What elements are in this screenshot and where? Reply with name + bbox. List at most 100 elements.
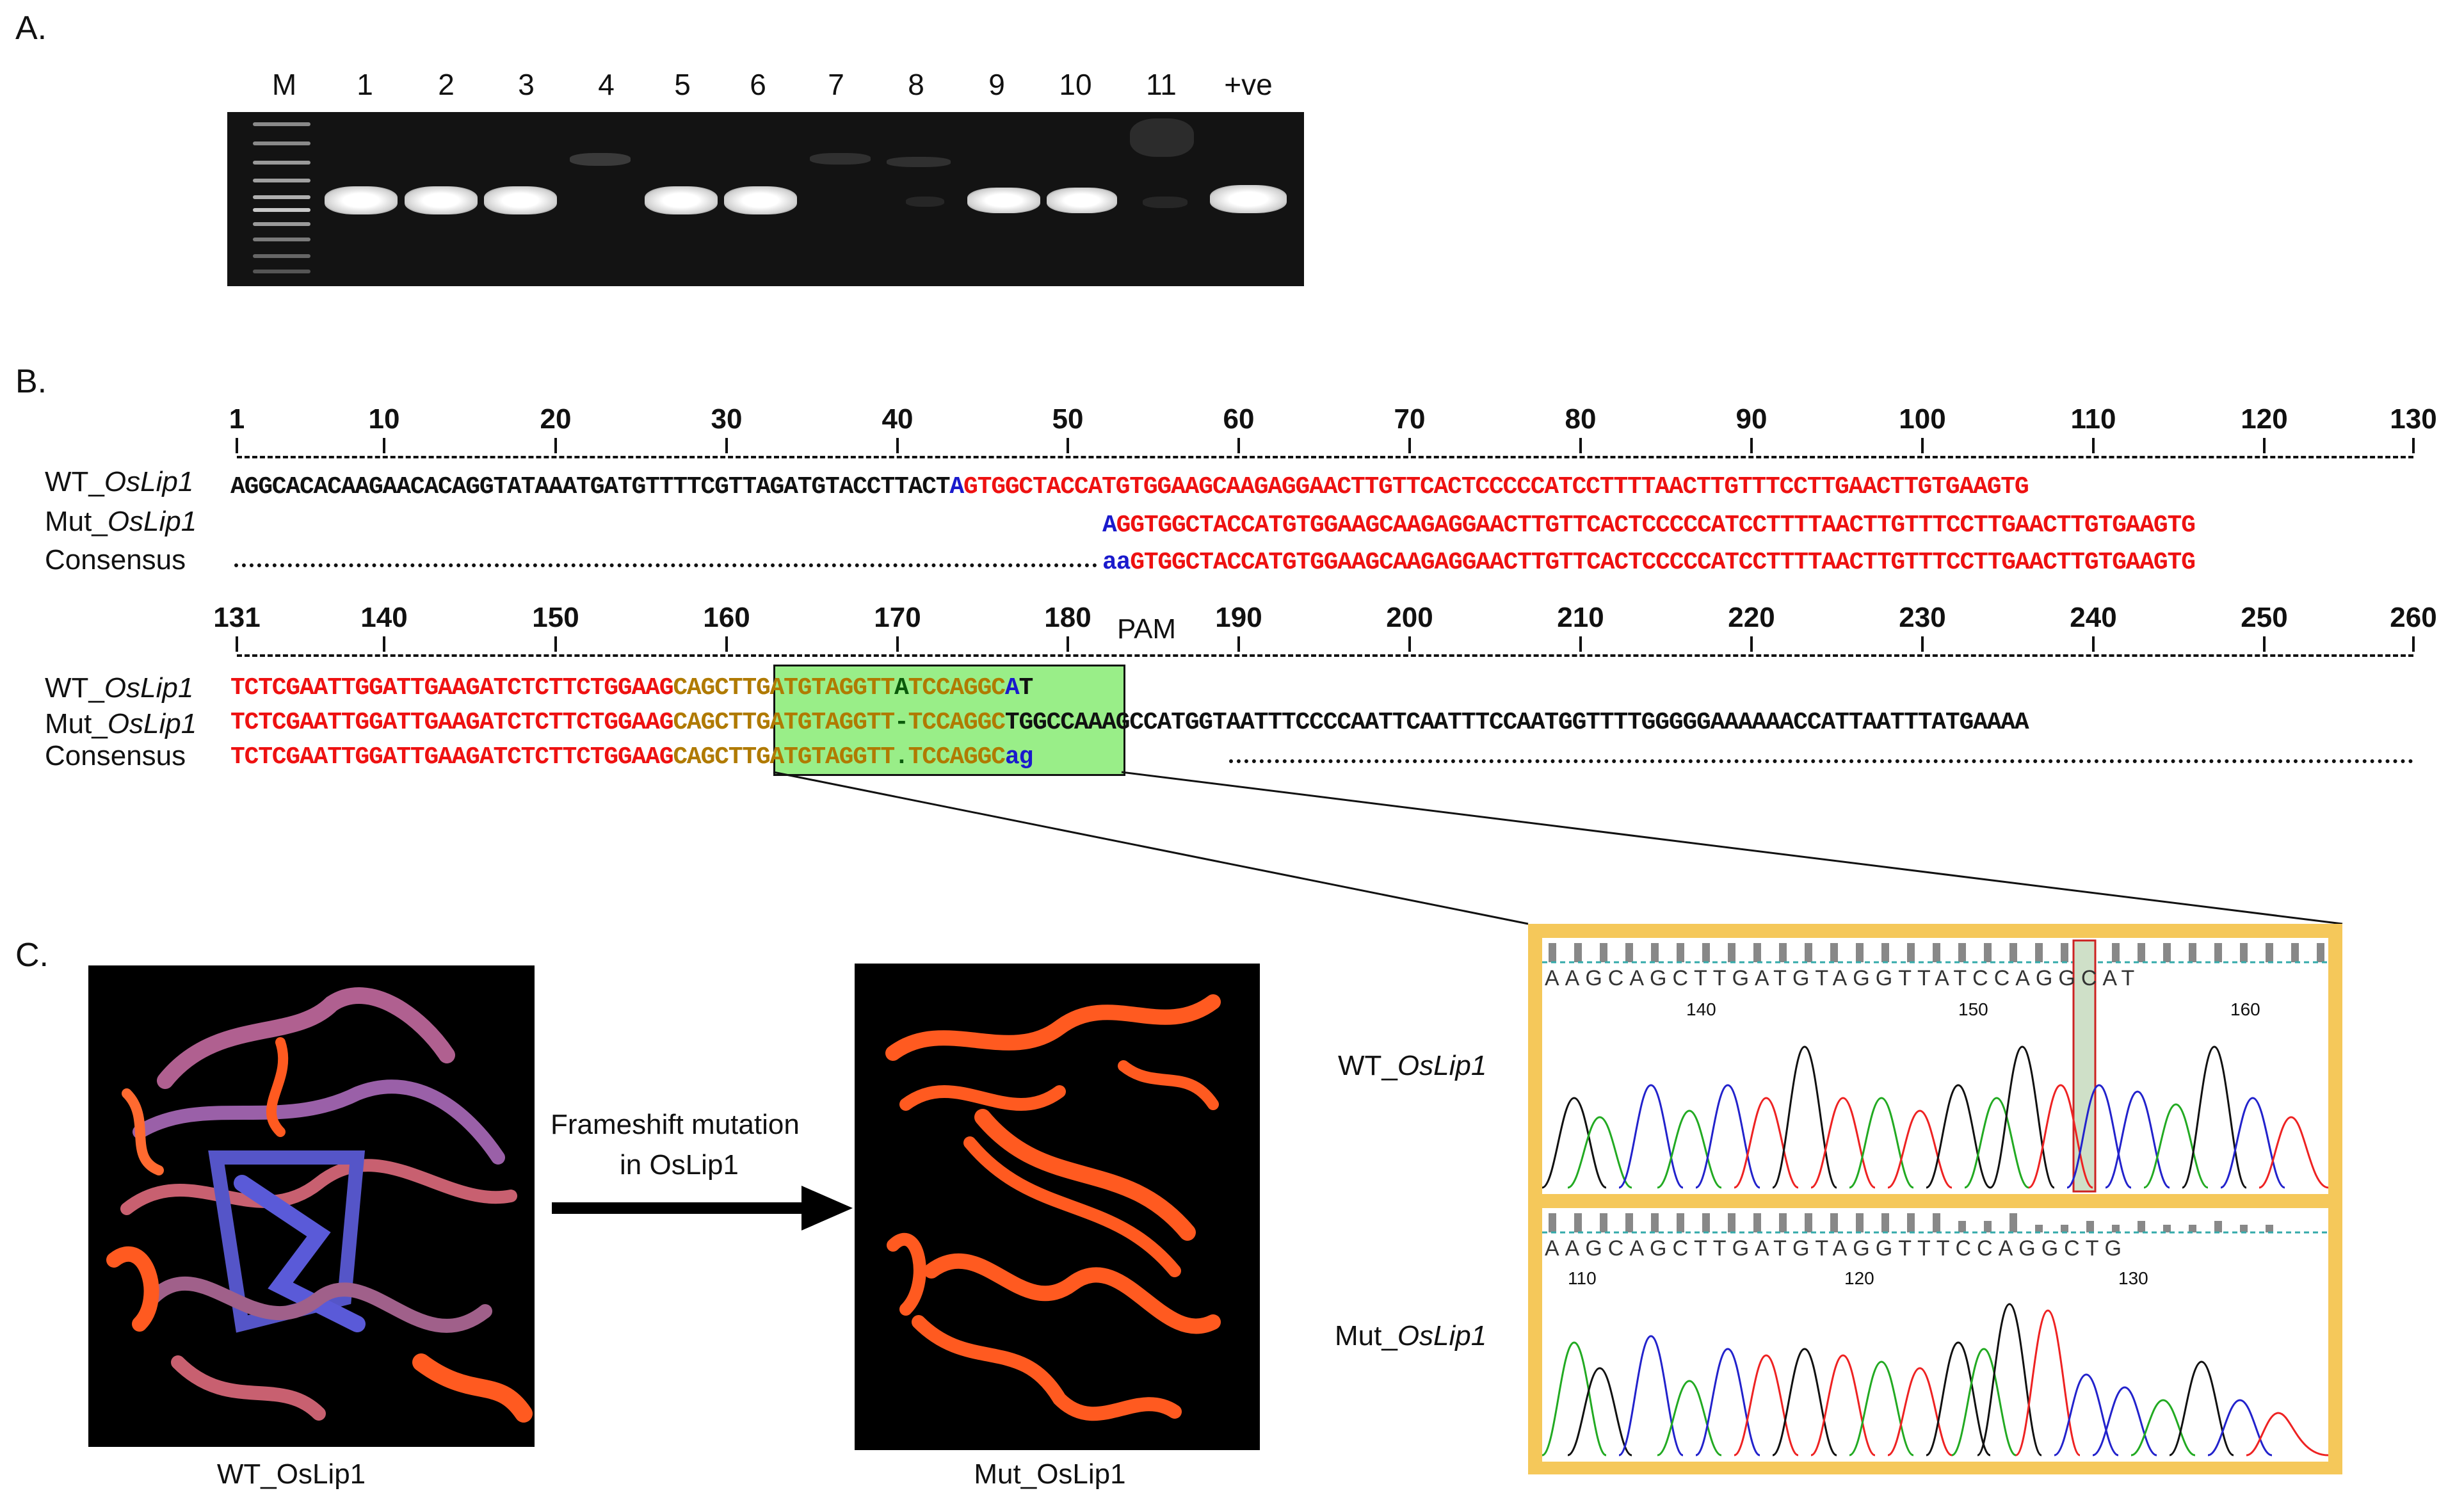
ladder-band (253, 270, 310, 273)
ladder-band (253, 161, 310, 165)
pcr-band-lane-2 (405, 186, 478, 214)
mut-row-label-2: Mut_OsLip1 (45, 708, 197, 739)
pcr-band-lane-6 (724, 186, 797, 214)
ruler-number: 210 (1557, 602, 1604, 633)
ruler-number: 30 (711, 403, 743, 435)
gel-lane-label: 5 (674, 68, 691, 101)
wt-position-150: 150 (1958, 999, 1988, 1019)
ruler-number: 60 (1223, 403, 1255, 435)
wt-chromatogram: AAGCAGCTTGATGTAGGTTATCCAGGCAT 140 150 16… (1542, 938, 2329, 1194)
mutation-site-marker (2072, 939, 2097, 1193)
ruler-number: 170 (874, 602, 921, 633)
ruler-number: 100 (1899, 403, 1946, 435)
ruler-2-dashed-line (237, 654, 2413, 657)
ruler-tick (1067, 438, 1069, 453)
ladder-band (253, 208, 310, 212)
wt-sequence-1: AGGCACACAAGAACACAGGTATAAATGATGTTTTCGTTAG… (230, 473, 2029, 501)
faint-band-lane-4 (570, 153, 631, 166)
wt-row-label-2: WT_OsLip1 (45, 672, 194, 704)
pcr-band-lane-1 (325, 186, 398, 214)
ruler-number: 180 (1044, 602, 1091, 633)
wt-row-label-1: WT_OsLip1 (45, 466, 194, 497)
gel-lane-label: 6 (750, 68, 766, 101)
agarose-gel-image (227, 112, 1304, 286)
gel-lane-label: 3 (518, 68, 535, 101)
ruler-number: 140 (360, 602, 408, 633)
pcr-band-lane-3 (484, 186, 557, 214)
faint-band-lane-11 (1130, 118, 1194, 157)
gel-lane-label: 7 (828, 68, 844, 101)
ruler-tick (236, 636, 238, 652)
ruler-tick (1408, 636, 1411, 652)
gel-lane-label: 10 (1059, 68, 1092, 101)
consensus-sequence-1: aaGTGGCTACCATGTGGAAGCAAGAGGAACTTGTTCACTC… (1102, 549, 2196, 576)
ruler-number: 70 (1394, 403, 1426, 435)
arrow-text-line-2: in OsLip1 (620, 1149, 739, 1181)
ladder-band (253, 222, 310, 226)
arrow-text-line-1: Frameshift mutation (551, 1109, 800, 1140)
mut-protein-structure (855, 964, 1260, 1450)
mut-trace-plot (1542, 1213, 2329, 1457)
ruler-number: 190 (1215, 602, 1262, 633)
guide-target-highlight (773, 665, 1125, 776)
panel-c-label: C. (15, 937, 49, 974)
mut-position-120: 120 (1844, 1268, 1874, 1288)
ruler-number: 220 (1728, 602, 1775, 633)
consensus-dots-2 (1229, 759, 2413, 763)
ruler-tick (1408, 438, 1411, 453)
ruler-tick (554, 438, 557, 453)
mut-sequence-2: TCTCGAATTGGATTGAAGATCTCTTCTGGAAGCAGCTTGA… (230, 709, 2029, 736)
wt-base-calls: AAGCAGCTTGATGTAGGTTATCCAGGCAT (1545, 966, 2141, 990)
ruler-tick (383, 438, 385, 453)
gel-lane-label: 4 (598, 68, 615, 101)
ruler-tick (2412, 636, 2415, 652)
ruler-1-dashed-line (237, 456, 2413, 458)
faint-band-lane-11-low (1143, 197, 1188, 208)
ruler-tick (896, 636, 899, 652)
ruler-number: 230 (1899, 602, 1946, 633)
wt-protein-structure (88, 965, 535, 1447)
ruler-tick (1237, 438, 1240, 453)
ruler-number: 250 (2241, 602, 2288, 633)
gel-lane-label: +ve (1224, 68, 1273, 101)
consensus-row-label-2: Consensus (45, 740, 186, 771)
gel-lane-label: 1 (357, 68, 373, 101)
ruler-tick (1921, 438, 1924, 453)
ruler-tick (896, 438, 899, 453)
chromatogram-wt-label: WT_OsLip1 (1338, 1050, 1487, 1081)
panel-b-label: B. (15, 363, 47, 400)
ruler-tick (725, 636, 728, 652)
mut-sequence-1: AGGTGGCTACCATGTGGAAGCAAGAGGAACTTGTTCACTC… (1102, 512, 2196, 539)
ladder-band (253, 122, 310, 126)
mut-protein-caption: Mut_OsLip1 (974, 1458, 1126, 1490)
ruler-number: 1 (229, 403, 245, 435)
faint-band-lane-8 (887, 157, 951, 167)
ruler-tick (2412, 438, 2415, 453)
gel-lane-label: 9 (988, 68, 1005, 101)
mut-position-110: 110 (1568, 1268, 1597, 1288)
gel-lane-label: 8 (908, 68, 924, 101)
pam-label: PAM (1117, 613, 1177, 645)
gel-lane-label: 2 (438, 68, 455, 101)
pcr-band-lane-9 (967, 188, 1040, 213)
ruler-tick (1067, 636, 1069, 652)
pcr-band-positive (1210, 185, 1287, 213)
wt-sequence-2: TCTCGAATTGGATTGAAGATCTCTTCTGGAAGCAGCTTGA… (230, 674, 1033, 702)
chromatogram-mut-label: Mut_OsLip1 (1335, 1320, 1487, 1352)
gel-lane-label: 11 (1146, 68, 1177, 101)
pcr-band-lane-10 (1047, 188, 1117, 213)
consensus-sequence-2: TCTCGAATTGGATTGAAGATCTCTTCTGGAAGCAGCTTGA… (230, 743, 1033, 771)
wt-ribbon-icon (106, 987, 533, 1423)
wt-position-160: 160 (2230, 999, 2260, 1019)
ruler-tick (1579, 636, 1582, 652)
ladder-band (253, 254, 310, 258)
ruler-tick (1579, 438, 1582, 453)
wt-protein-caption: WT_OsLip1 (216, 1458, 366, 1490)
panel-a-label: A. (15, 10, 47, 47)
ruler-tick (725, 438, 728, 453)
ruler-number: 131 (213, 602, 261, 633)
wt-position-140: 140 (1686, 999, 1716, 1019)
ladder-band (253, 179, 310, 182)
ruler-number: 260 (2390, 602, 2437, 633)
